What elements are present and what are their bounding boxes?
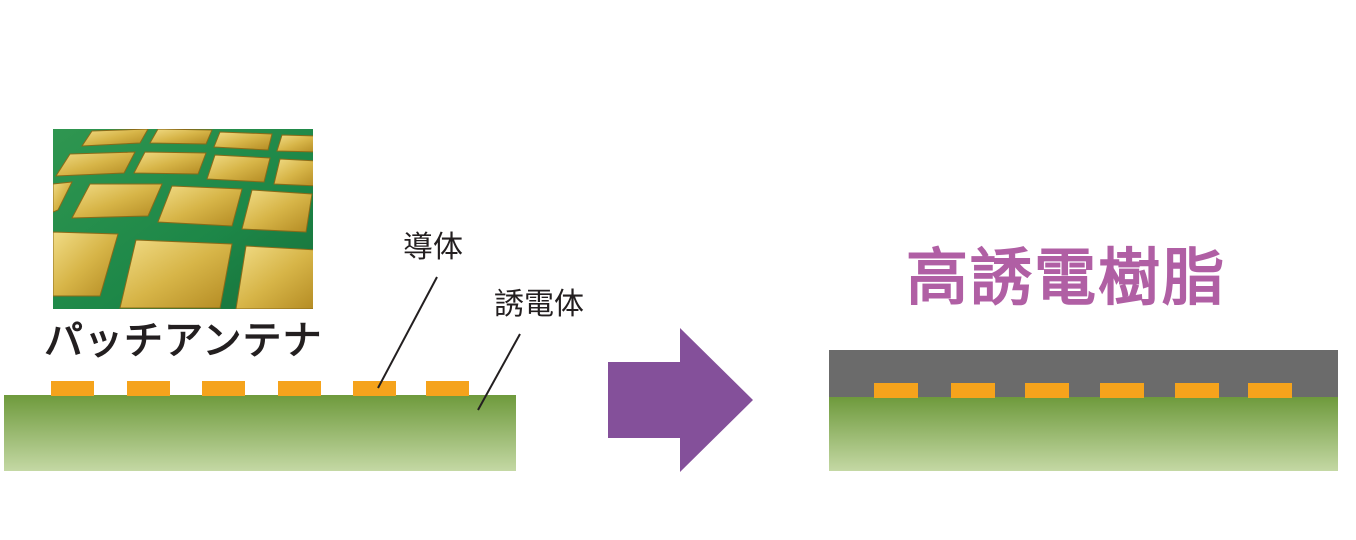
conductor-patches-right bbox=[874, 383, 1292, 398]
patch-antenna-label: パッチアンテナ bbox=[44, 319, 323, 364]
photo-pad-7 bbox=[206, 154, 271, 183]
conductor-patch-right-1 bbox=[874, 383, 918, 398]
conductor-patch-right-4 bbox=[1100, 383, 1144, 398]
conductor-patch-left-2 bbox=[127, 381, 170, 396]
dielectric-substrate-right bbox=[829, 397, 1338, 471]
photo-pad-5 bbox=[55, 151, 136, 177]
patch-antenna-photo bbox=[53, 129, 313, 309]
dielectric-substrate-left bbox=[4, 395, 516, 471]
photo-pad-15 bbox=[235, 245, 313, 309]
conductor-patch-right-3 bbox=[1025, 383, 1069, 398]
conductor-patch-right-5 bbox=[1175, 383, 1219, 398]
conductor-patch-right-6 bbox=[1248, 383, 1292, 398]
photo-pad-10 bbox=[71, 183, 163, 219]
photo-pad-8 bbox=[273, 158, 313, 187]
dielectric-leader-line bbox=[477, 333, 521, 411]
conductor-patches-left bbox=[51, 381, 469, 396]
conductor-patch-left-6 bbox=[426, 381, 469, 396]
photo-pad-2 bbox=[149, 129, 213, 145]
photo-pad-13 bbox=[53, 231, 119, 297]
right-arrow-icon bbox=[608, 328, 753, 472]
photo-pad-12 bbox=[241, 189, 313, 233]
high-dielectric-resin-label: 高誘電樹脂 bbox=[906, 241, 1227, 314]
conductor-patch-left-3 bbox=[202, 381, 245, 396]
dielectric-label: 誘電体 bbox=[494, 287, 584, 322]
photo-pad-6 bbox=[133, 151, 207, 175]
photo-pad-1 bbox=[81, 129, 149, 147]
conductor-label: 導体 bbox=[403, 230, 463, 265]
conductor-patch-right-2 bbox=[951, 383, 995, 398]
photo-pad-3 bbox=[213, 131, 273, 151]
conductor-patch-left-4 bbox=[278, 381, 321, 396]
photo-pad-4 bbox=[276, 134, 313, 153]
conductor-patch-left-5 bbox=[353, 381, 396, 396]
conductor-leader-line bbox=[377, 276, 438, 389]
photo-pads bbox=[53, 129, 313, 309]
photo-pad-11 bbox=[157, 185, 243, 227]
conductor-patch-left-1 bbox=[51, 381, 94, 396]
photo-pad-14 bbox=[119, 239, 233, 309]
photo-pad-9 bbox=[53, 181, 73, 213]
